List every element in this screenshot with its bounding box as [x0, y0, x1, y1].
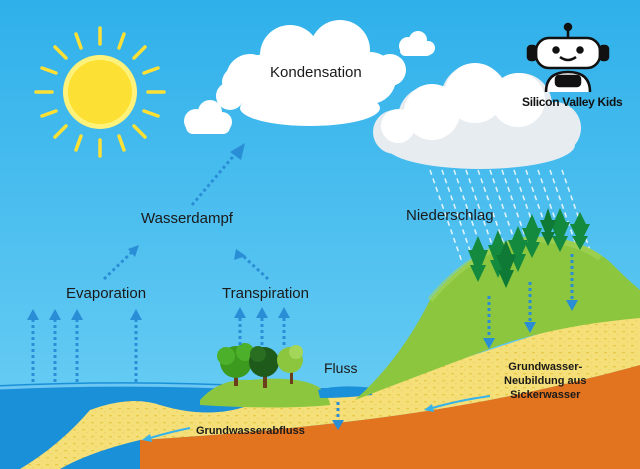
label-groundwater-recharge-line3: Sickerwasser: [510, 389, 581, 401]
condensation-cloud: [216, 20, 406, 126]
sun-icon: [34, 26, 166, 158]
label-river: Fluss: [324, 360, 358, 376]
rain-cloud: [373, 63, 581, 169]
island-hill: [200, 378, 330, 408]
tiny-cloud: [399, 31, 435, 56]
pine-trees: [468, 208, 590, 288]
robot-icon: [526, 22, 610, 93]
groundwater-flow-arrows: [149, 395, 491, 439]
label-water-vapor: Wasserdampf: [141, 210, 233, 227]
logo-text: Silicon Valley Kids: [522, 95, 623, 109]
label-condensation: Kondensation: [270, 64, 362, 81]
label-precipitation: Niederschlag: [406, 207, 494, 224]
river: [318, 386, 372, 398]
mountain: [355, 237, 640, 400]
deciduous-trees: [217, 343, 303, 388]
evaporation-arrows: [31, 320, 138, 382]
soil-layer: [140, 365, 640, 469]
label-groundwater-recharge-line1: Grundwasser-: [508, 361, 583, 373]
small-cloud: [184, 100, 232, 134]
label-evaporation: Evaporation: [66, 285, 147, 302]
label-groundwater-recharge: Grundwasser- Neubildung aus Sickerwasser: [504, 360, 587, 402]
label-groundwater-recharge-line2: Neubildung aus: [504, 375, 587, 387]
transpiration-arrows: [238, 318, 286, 345]
sand-aquifer: [20, 310, 640, 469]
label-groundwater-outflow: Grundwasserabfluss: [196, 425, 305, 437]
label-transpiration: Transpiration: [222, 285, 309, 302]
vapor-arrows: [102, 152, 270, 281]
infiltration-arrows: [336, 254, 574, 420]
